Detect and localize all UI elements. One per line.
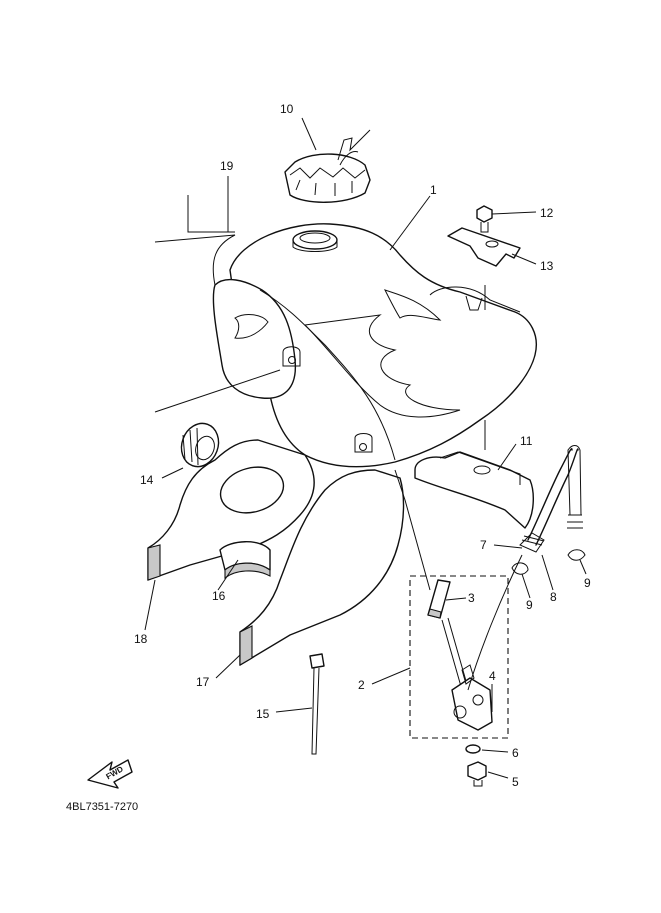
leader-lines [144,117,587,779]
callout-6: 6 [512,746,519,760]
fuel-cap [284,129,371,203]
pad-16 [219,541,271,580]
bolt-12 [476,205,493,233]
callout-4: 4 [489,669,496,683]
callout-8: 8 [550,590,557,604]
band-15 [309,653,325,755]
callout-5: 5 [512,775,519,789]
cover-17 [239,469,405,666]
fuel-hose-8 [467,445,583,691]
part-code: 4BL7351-7270 [66,801,138,813]
callout-16: 16 [212,589,226,603]
rubber-damper-14 [180,422,220,468]
callout-9-right: 9 [584,576,591,590]
callout-1: 1 [430,183,437,197]
callout-17: 17 [196,675,210,689]
callout-10: 10 [280,102,294,116]
cover-18 [147,439,315,581]
callout-numbers: 1 2 3 4 5 6 7 8 9 9 10 11 12 13 14 15 16… [134,102,591,789]
fwd-arrow-icon: FWD [87,759,133,789]
clip-9-left [511,562,529,575]
callout-13: 13 [540,259,554,273]
callout-2: 2 [358,678,365,692]
callout-7: 7 [480,538,487,552]
fuel-tank [154,223,537,468]
rear-bracket-13 [447,227,521,267]
tank-damper-11 [414,451,534,529]
callout-19: 19 [220,159,234,173]
callout-11: 11 [520,434,533,448]
callout-9-left: 9 [526,598,533,612]
clip-9-right [567,549,586,561]
callout-12: 12 [540,206,554,220]
callout-15: 15 [256,707,270,721]
callout-3: 3 [468,591,475,605]
fuel-cock [427,579,493,787]
callout-14: 14 [140,473,154,487]
callout-18: 18 [134,632,148,646]
